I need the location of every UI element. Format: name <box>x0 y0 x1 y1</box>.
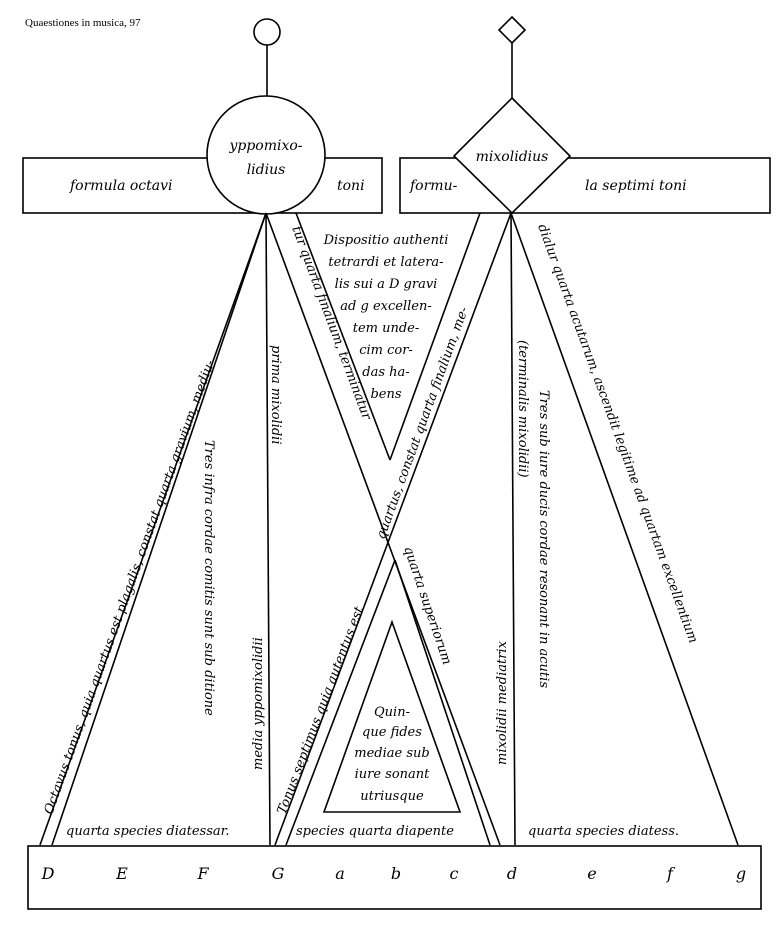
inner-triangle <box>322 619 462 813</box>
left-mode-name: yppomixo- <box>228 138 302 154</box>
note-mixolidii-mediatrix: mixolidii mediatrix <box>495 640 510 765</box>
scale-note: F <box>196 864 209 883</box>
circle-symbol-icon <box>253 18 281 46</box>
diamond-symbol-icon <box>497 15 527 45</box>
note-tres-infra: Tres infra cordae comitis sunt sub ditio… <box>201 440 216 716</box>
dispositio-line: tem unde- <box>353 321 420 336</box>
scale-note: f <box>666 864 676 883</box>
band-dialur: dialur quarta acutarum, ascendit legitim… <box>534 222 700 645</box>
band-line <box>389 212 481 461</box>
band-line <box>265 212 501 846</box>
dispositio-text: Dispositio authenti tetrardi et latera- … <box>323 233 449 402</box>
note-media-yppo: media yppomixolidii <box>251 637 266 770</box>
left-formula-label: formula octavi <box>69 178 173 194</box>
scale-note: D <box>41 864 55 883</box>
dispositio-line: Dispositio authenti <box>323 233 449 248</box>
band-octavus: Octavus tonus, quia quartus est plagalis… <box>42 358 218 816</box>
quinque-line: Quin- <box>374 705 410 720</box>
scale-note: G <box>272 864 285 883</box>
left-mode-name-2: lidius <box>247 162 286 178</box>
dispositio-line: cim cor- <box>359 343 413 358</box>
band-line <box>295 212 391 461</box>
fan-line <box>265 212 271 846</box>
dispositio-line: tetrardi et latera- <box>328 255 443 270</box>
scale-note: E <box>115 864 128 883</box>
dispositio-line: lis sui a D gravi <box>335 277 438 292</box>
quinque-text: Quin- que fides mediae sub iure sonant u… <box>354 705 430 804</box>
note-terminalis: (terminalis mixolidii) <box>515 340 530 478</box>
fan-line <box>510 212 739 846</box>
left-formula-suffix: toni <box>337 178 365 194</box>
scale-note: d <box>507 864 517 883</box>
right-formula-label: la septimi toni <box>585 178 687 194</box>
left-mode-circle <box>206 95 326 215</box>
band-line <box>394 559 491 846</box>
species-right: quarta species diatess. <box>528 824 679 839</box>
dispositio-line: das ha- <box>362 365 409 380</box>
quinque-line: utriusque <box>360 789 424 804</box>
scale-box <box>27 845 762 910</box>
band-line <box>274 212 512 846</box>
quinque-line: que fides <box>362 725 422 740</box>
band-line <box>285 559 396 846</box>
dispositio-line: ad g excellen- <box>340 299 431 314</box>
scale-note: g <box>736 864 746 883</box>
scale-note: c <box>450 864 459 883</box>
dispositio-line: bens <box>370 387 401 402</box>
page-caption: Quaestiones in musica, 97 <box>25 17 141 29</box>
scale-notes: D E F G a b c d e f g <box>41 864 747 883</box>
note-tres-sub: Tres sub iure ducis cordae resonant in a… <box>536 390 551 688</box>
species-middle: species quarta diapente <box>296 824 454 839</box>
scale-note: e <box>587 864 596 883</box>
band-tonus-septimus: Tonus septimus quia autentus est <box>275 604 368 816</box>
right-formula-box <box>399 157 771 214</box>
right-formula-prefix: formu- <box>409 178 458 194</box>
note-prima-mixo: prima mixolidii <box>268 345 283 445</box>
quinque-line: mediae sub <box>354 746 429 761</box>
right-mode-name: mixolidius <box>476 149 549 165</box>
species-left: quarta species diatessar. <box>66 824 230 839</box>
fan-line <box>39 212 267 846</box>
quinque-line: iure sonant <box>355 767 431 782</box>
scale-note: b <box>391 864 401 883</box>
band-quartus-constat: quartus, constat quarta finalium, me- <box>374 305 472 541</box>
right-mode-diamond <box>452 96 572 215</box>
scale-note: a <box>335 864 345 883</box>
fan-line <box>510 212 516 846</box>
fan-line <box>51 212 267 846</box>
